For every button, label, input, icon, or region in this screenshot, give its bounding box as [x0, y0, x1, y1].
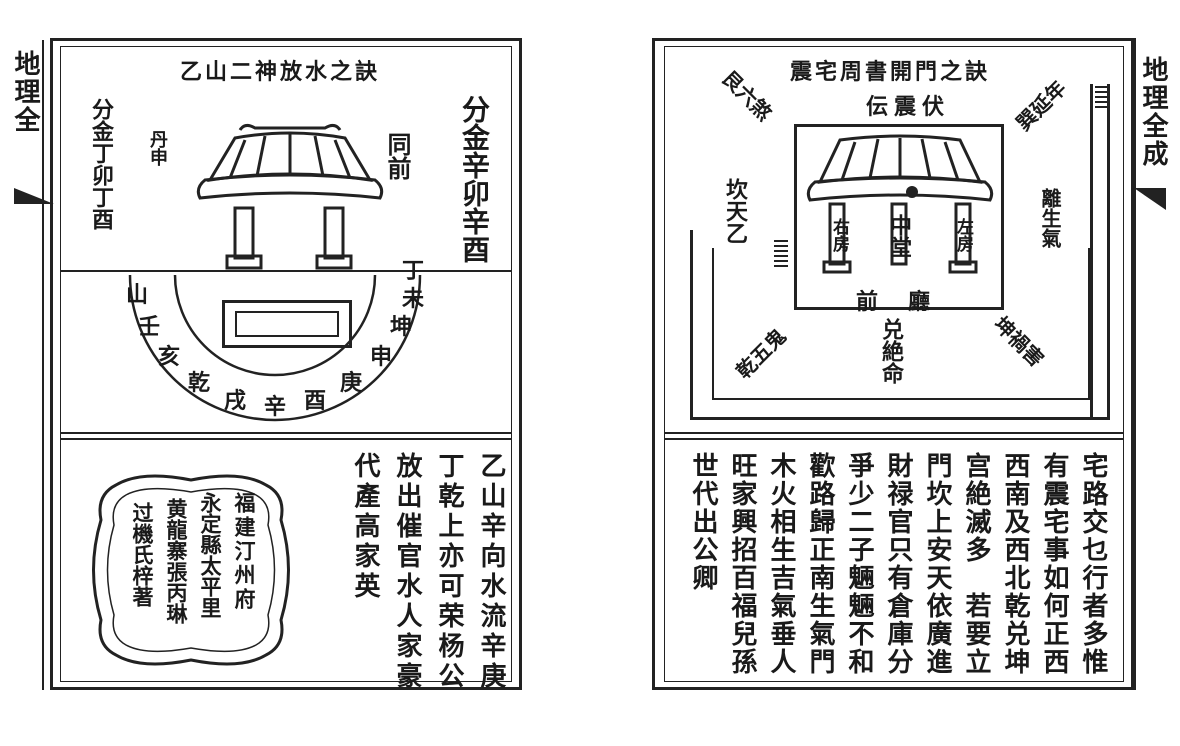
pavilion-illustration: [185, 118, 395, 278]
right-body-line: 有震宅事如何正西: [1041, 452, 1067, 676]
label-center-hall: 中堂: [888, 214, 910, 258]
right-divider: [664, 432, 1124, 434]
arc-char: 壬: [134, 310, 164, 340]
cartouche-line: 福建汀州府: [234, 492, 255, 612]
left-caption-left: 分金丁卯丁酉: [90, 98, 112, 230]
left-body-line: 乙山辛向水流辛庚: [478, 452, 504, 692]
right-body-line: 歡路歸正南生氣門: [807, 452, 833, 676]
right-body-line: 世代出公卿: [690, 452, 716, 592]
label-right-room: 左房: [954, 218, 971, 252]
label-right-gate: 離生氣: [1040, 188, 1060, 248]
compass-arc: 山 壬 亥 乾 戌 辛 酉 庚 申 坤 未 丁: [120, 270, 430, 430]
label-left-room: 右房: [830, 218, 847, 252]
arc-char: 亥: [154, 340, 184, 370]
left-caption-right: 分金辛卯辛酉: [460, 95, 488, 263]
left-divider: [60, 432, 512, 434]
compound-gate-steps: [1095, 86, 1107, 110]
arc-char: 乾: [184, 366, 214, 396]
label-front-hall: 前廳: [856, 284, 960, 316]
cartouche-line: 永定縣太平里: [200, 492, 221, 618]
left-divider-2: [60, 438, 512, 440]
right-body-line: 財禄官只有倉庫分: [885, 452, 911, 676]
compound-left-steps: [774, 240, 788, 268]
right-body-line: 宫絶滅多 若要立: [963, 452, 989, 676]
right-body-line: 宅路交乜行者多惟: [1080, 452, 1106, 676]
left-side-title: 地理全: [12, 50, 38, 134]
label-bottom: 兑絶命: [880, 318, 902, 384]
cartouche-line: 过機氏梓著: [132, 502, 153, 607]
left-caption-small: 丹申: [148, 130, 166, 166]
arc-char: 庚: [336, 366, 366, 396]
arc-char: 戌: [220, 384, 250, 414]
right-body-line: 旺家興招百福兒孫: [729, 452, 755, 676]
publisher-cartouche: 福建汀州府 永定縣太平里 黄龍寨張丙琳 过機氏梓著: [86, 470, 296, 670]
left-body-line: 代產高家英: [352, 452, 378, 602]
compound-right-wall: [1090, 84, 1110, 420]
label-top: 伝震伏: [866, 96, 950, 118]
right-title: 震宅周書開門之訣: [790, 54, 990, 86]
right-body-line: 爭少二子魎魎不和: [846, 452, 872, 676]
arc-char: 辛: [260, 390, 290, 420]
arc-char: 申: [366, 340, 396, 370]
left-body-line: 放出催官水人家豪: [394, 452, 420, 692]
right-divider-2: [664, 438, 1124, 440]
left-tablet: [222, 300, 352, 348]
arc-char: 山: [122, 278, 152, 308]
arc-char: 坤: [386, 310, 416, 340]
label-left-gate: 坎天乙: [724, 178, 746, 244]
right-side-title: 地理全成: [1140, 56, 1166, 168]
right-body-line: 西南及西北乾兑坤: [1002, 452, 1028, 676]
arc-char: 未: [398, 282, 428, 312]
left-title: 乙山二神放水之訣: [180, 54, 380, 86]
cartouche-line: 黄龍寨張丙琳: [166, 498, 187, 624]
arc-char: 丁: [398, 254, 428, 284]
left-body-line: 丁乾上亦可荣杨公: [436, 452, 462, 692]
right-body-line: 木火相生吉氣垂人: [768, 452, 794, 676]
right-body-line: 門坎上安天依廣進: [924, 452, 950, 676]
arc-char: 酉: [300, 384, 330, 414]
left-page-edge: [18, 40, 44, 690]
